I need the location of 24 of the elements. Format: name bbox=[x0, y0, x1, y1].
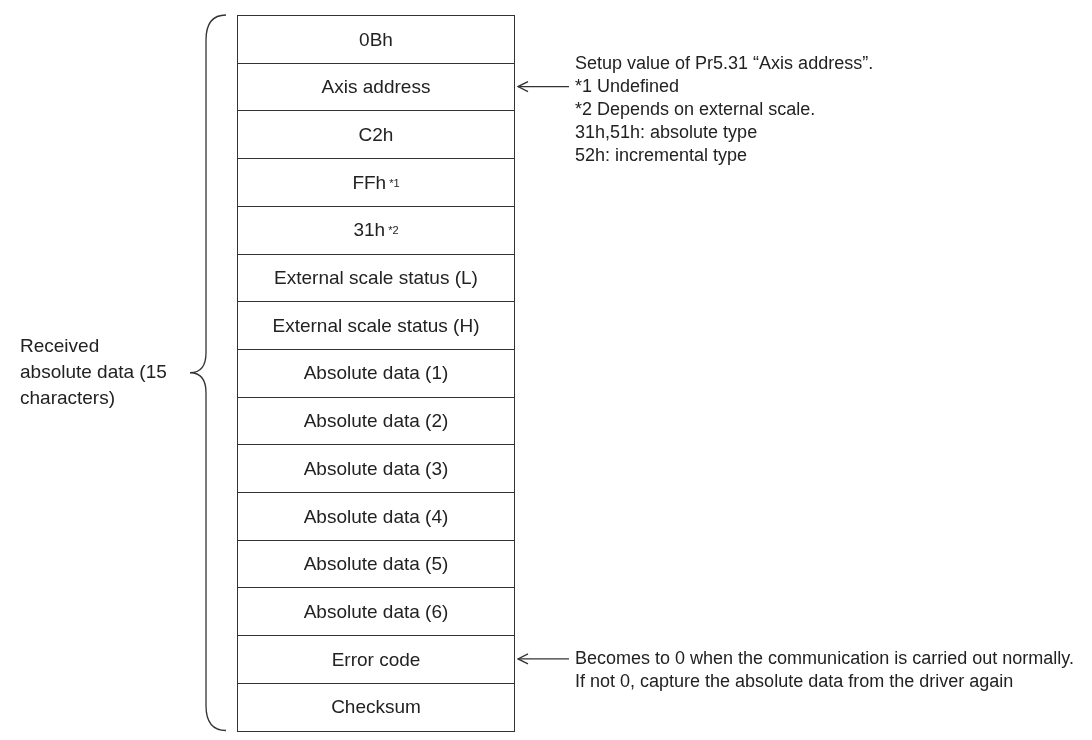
table-cell: Absolute data (2) bbox=[237, 396, 515, 446]
table-cell: External scale status (L) bbox=[237, 253, 515, 303]
table-cell: 31h$^{*2}$ bbox=[237, 205, 515, 255]
note-line: 31h,51h: absolute type bbox=[575, 121, 759, 144]
note-line: *2 Depends on external scale. bbox=[575, 98, 817, 121]
arrow bbox=[517, 653, 570, 665]
table-cell: Checksum bbox=[237, 682, 515, 732]
note-line: 52h: incremental type bbox=[575, 144, 749, 167]
table-cell: FFh$^{*1}$ bbox=[237, 158, 515, 208]
note-text: Becomes to 0 when the communication is carried out normally. If not 0, capture the absolute data from the driver again bbox=[575, 647, 1075, 693]
arrow bbox=[517, 80, 570, 93]
note-line: Setup value of Pr5.31 “Axis address”. bbox=[575, 52, 875, 75]
table-cell: Error code bbox=[237, 635, 515, 685]
note-line: *1 Undefined bbox=[575, 75, 681, 98]
table-cell: Absolute data (5) bbox=[237, 539, 515, 589]
table-cell: Absolute data (3) bbox=[237, 444, 515, 494]
table-cell: Absolute data (6) bbox=[237, 587, 515, 637]
table-cell: C2h bbox=[237, 110, 515, 160]
table-cell: 0Bh bbox=[237, 15, 515, 64]
table-cell: External scale status (H) bbox=[237, 301, 515, 351]
table-cell: Axis address bbox=[237, 62, 515, 112]
bracket-label: Received absolute data (15 characters) bbox=[20, 333, 168, 410]
table-cell: Absolute data (1) bbox=[237, 348, 515, 398]
table-cell: Absolute data (4) bbox=[237, 492, 515, 541]
